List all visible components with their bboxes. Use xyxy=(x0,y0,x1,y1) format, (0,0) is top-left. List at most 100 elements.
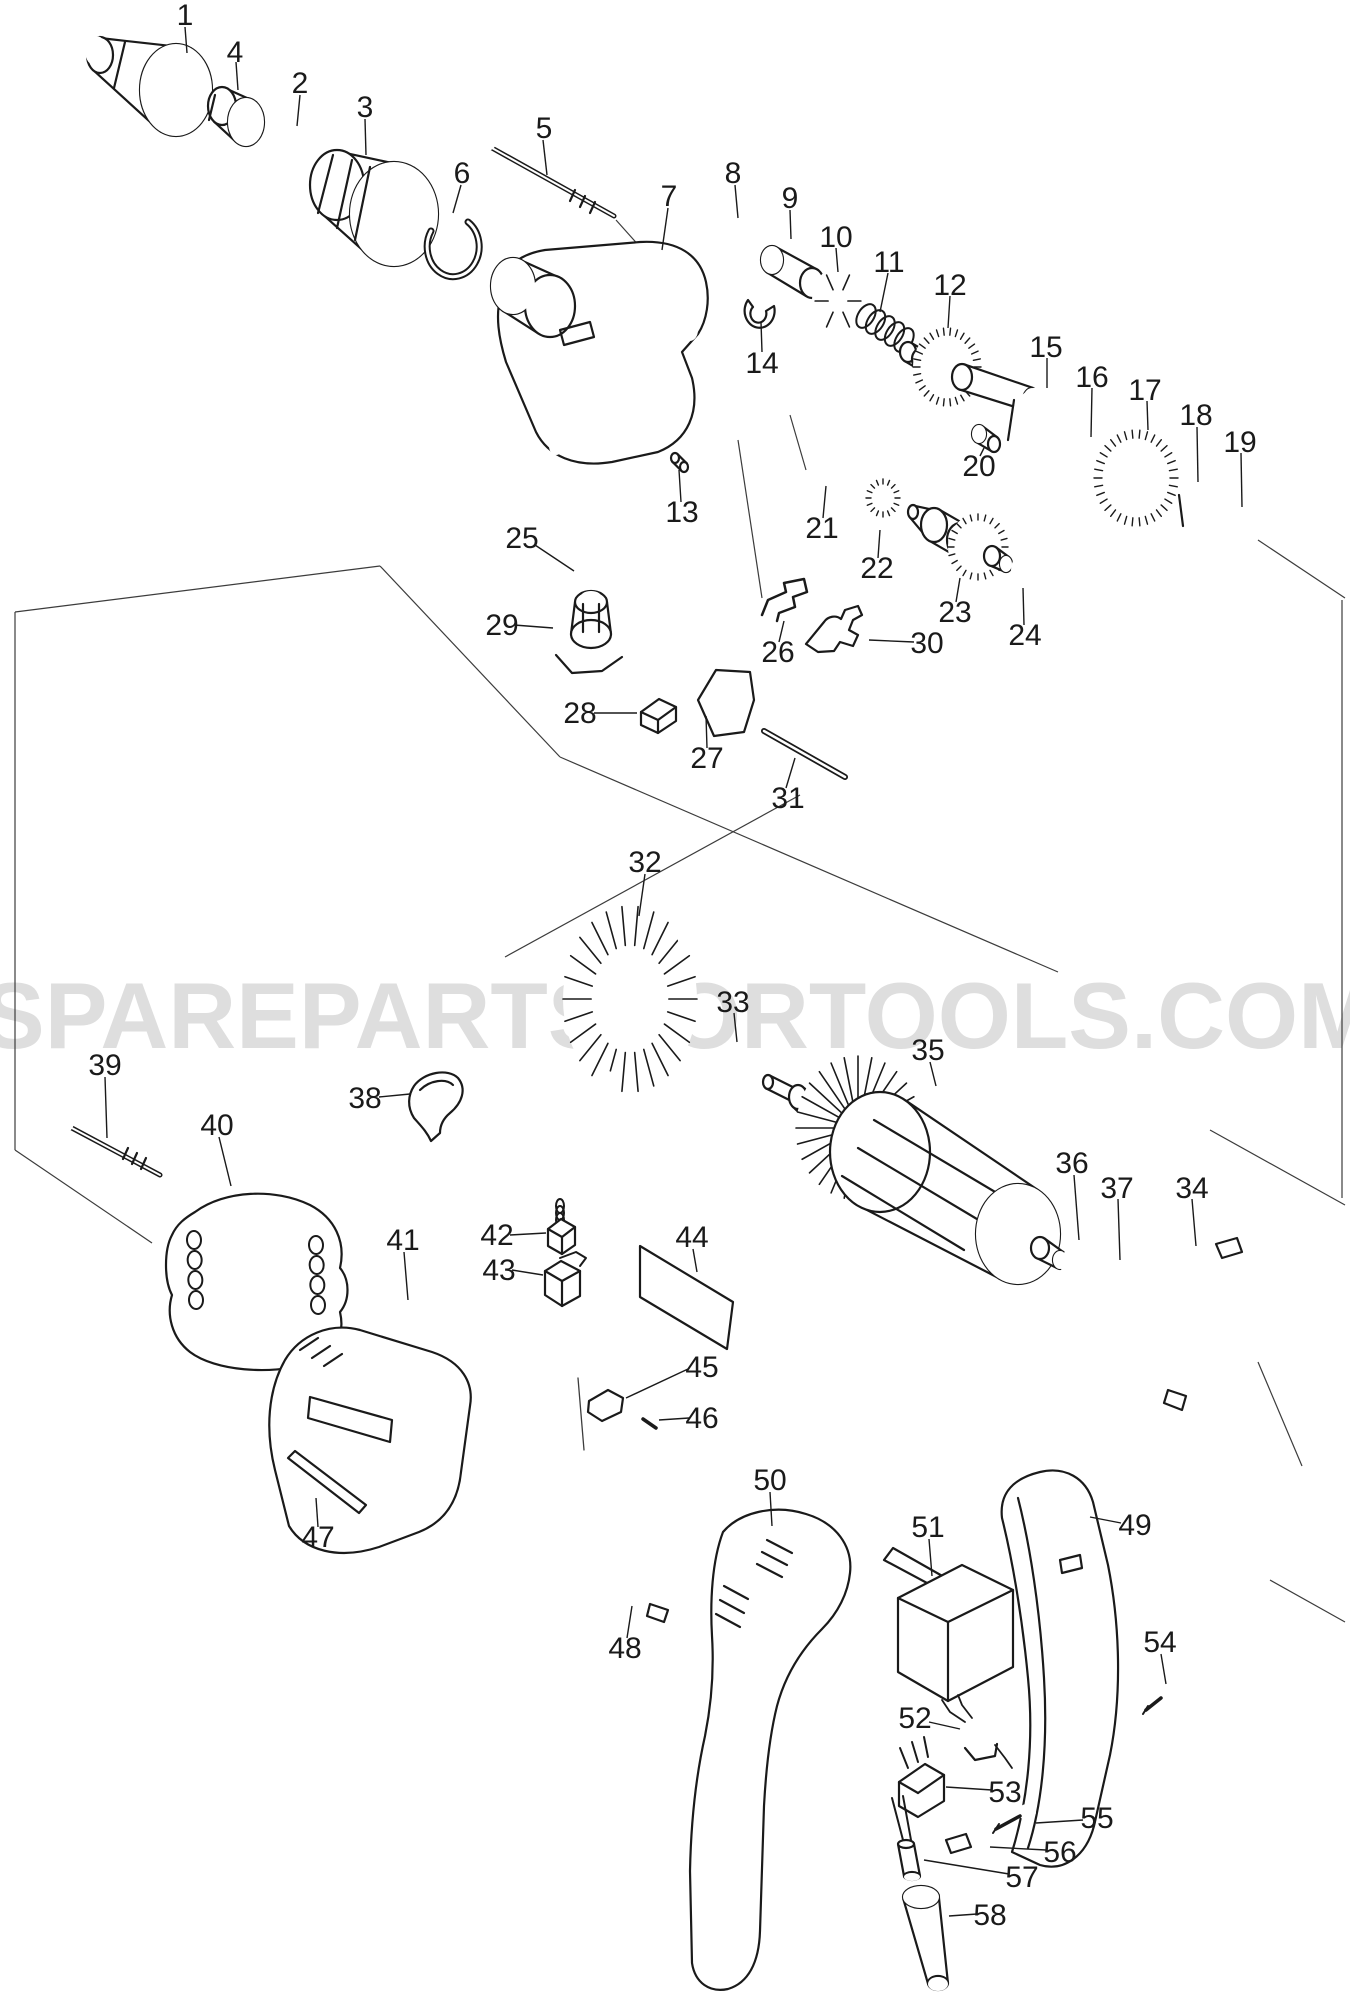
part-23-callout: 23 xyxy=(938,577,972,629)
part-21-callout: 21 xyxy=(805,485,839,545)
part-26-label: 26 xyxy=(761,636,794,669)
part-40-field-stator xyxy=(164,1192,349,1372)
part-25-o-ring-small xyxy=(574,566,610,590)
part-23-label: 23 xyxy=(938,596,971,629)
part-19-callout: 19 xyxy=(1223,426,1257,508)
part-42-label: 42 xyxy=(480,1219,513,1252)
part-58-label: 58 xyxy=(973,1899,1006,1932)
part-26-callout: 26 xyxy=(761,620,795,669)
part-4-lock-ring xyxy=(206,85,266,148)
part-30-label: 30 xyxy=(910,627,943,660)
part-55-callout: 55 xyxy=(1035,1802,1114,1835)
part-45-label: 45 xyxy=(685,1351,718,1384)
part-58-callout: 58 xyxy=(948,1899,1007,1932)
part-56-callout: 56 xyxy=(989,1836,1077,1869)
part-3-clutch-housing xyxy=(308,148,440,268)
part-52-label: 52 xyxy=(898,1702,931,1735)
part-48-label: 48 xyxy=(608,1632,641,1665)
part-57-label: 57 xyxy=(1005,1861,1038,1894)
part-5-label: 5 xyxy=(536,112,553,145)
part-43-callout: 43 xyxy=(482,1254,544,1287)
part-31-label: 31 xyxy=(771,782,804,815)
part-2-label: 2 xyxy=(292,67,309,100)
part-20-pin-screw xyxy=(970,423,1002,454)
part-14-half-clip xyxy=(743,298,776,329)
part-35-callout: 35 xyxy=(911,1034,945,1087)
part-56-label: 56 xyxy=(1043,1836,1076,1869)
part-12-callout: 12 xyxy=(933,269,967,329)
part-45-connector-plate xyxy=(577,1377,625,1451)
part-33-callout: 33 xyxy=(716,986,750,1043)
part-21-label: 21 xyxy=(805,512,838,545)
part-30-cross-lever xyxy=(804,604,864,654)
part-2-o-ring xyxy=(280,129,314,175)
part-32-callout: 32 xyxy=(628,846,662,917)
part-31-callout: 31 xyxy=(771,757,805,815)
part-10-callout: 10 xyxy=(819,221,853,273)
part-40-label: 40 xyxy=(200,1109,233,1142)
part-6-callout: 6 xyxy=(452,157,471,214)
part-53-callout: 53 xyxy=(945,1776,1022,1809)
part-53-terminal-block xyxy=(897,1736,946,1819)
part-7-gear-housing xyxy=(489,240,709,465)
part-54-callout: 54 xyxy=(1143,1626,1177,1685)
part-7-callout: 7 xyxy=(661,180,678,251)
part-50-handle-grip xyxy=(688,1508,852,1991)
part-32-label: 32 xyxy=(628,846,661,879)
part-27-callout: 27 xyxy=(690,715,724,775)
part-37-callout: 37 xyxy=(1100,1172,1134,1261)
part-36-callout: 36 xyxy=(1055,1147,1089,1241)
part-42-carbon-brush xyxy=(546,1195,577,1256)
part-16-steel-ball-small xyxy=(1086,439,1098,451)
part-24-label: 24 xyxy=(1008,619,1041,652)
part-36-ball-bearing-3 xyxy=(1061,1242,1099,1290)
part-13-callout: 13 xyxy=(665,469,699,529)
part-33-ball-bearing-2 xyxy=(719,1046,759,1094)
part-26-wire-clip xyxy=(760,577,809,623)
part-6-label: 6 xyxy=(454,157,471,190)
part-13-pin xyxy=(669,451,690,474)
part-28-label: 28 xyxy=(563,697,596,730)
part-22-label: 22 xyxy=(860,552,893,585)
part-16-callout: 16 xyxy=(1075,361,1109,438)
part-25-callout: 25 xyxy=(505,522,575,572)
part-12-gear-assembly xyxy=(898,327,1043,414)
part-34-label: 34 xyxy=(1175,1172,1208,1205)
part-38-label: 38 xyxy=(348,1082,381,1115)
part-9-steel-ball xyxy=(786,240,796,250)
part-11-label: 11 xyxy=(873,246,904,279)
part-17-label: 17 xyxy=(1128,374,1161,407)
part-18-sleeve-bearing xyxy=(1176,483,1214,533)
part-49-handle-cover xyxy=(1000,1469,1120,1868)
part-24-callout: 24 xyxy=(1008,587,1042,652)
part-6-retaining-clip xyxy=(423,218,483,281)
part-38-callout: 38 xyxy=(348,1082,411,1115)
part-22-callout: 22 xyxy=(860,529,894,585)
part-4-callout: 4 xyxy=(227,36,243,91)
part-1-callout: 1 xyxy=(177,0,193,54)
part-41-callout: 41 xyxy=(386,1224,420,1301)
part-46-label: 46 xyxy=(685,1402,718,1435)
part-43-brush-holder xyxy=(543,1251,587,1308)
part-58-cord-guard xyxy=(901,1884,950,1992)
part-45-callout: 45 xyxy=(625,1351,719,1399)
part-31-steel-rod xyxy=(761,728,848,780)
part-44-name-plate xyxy=(638,1244,735,1351)
part-41-label: 41 xyxy=(386,1224,419,1257)
part-57-callout: 57 xyxy=(923,1859,1039,1894)
part-17-spur-gear xyxy=(1093,429,1179,527)
part-43-label: 43 xyxy=(482,1254,515,1287)
part-30-callout: 30 xyxy=(868,627,944,660)
part-15-clutch-cam xyxy=(1006,386,1079,468)
part-12-label: 12 xyxy=(933,269,966,302)
part-46-callout: 46 xyxy=(658,1402,719,1435)
part-55-label: 55 xyxy=(1080,1802,1113,1835)
part-44-callout: 44 xyxy=(675,1221,709,1273)
part-18-label: 18 xyxy=(1179,399,1212,432)
part-56-cord-clamp xyxy=(928,1826,988,1864)
part-7-label: 7 xyxy=(661,180,678,213)
part-9-callout: 9 xyxy=(782,182,798,240)
part-8-callout: 8 xyxy=(725,157,741,219)
part-35-armature xyxy=(761,1055,1069,1286)
